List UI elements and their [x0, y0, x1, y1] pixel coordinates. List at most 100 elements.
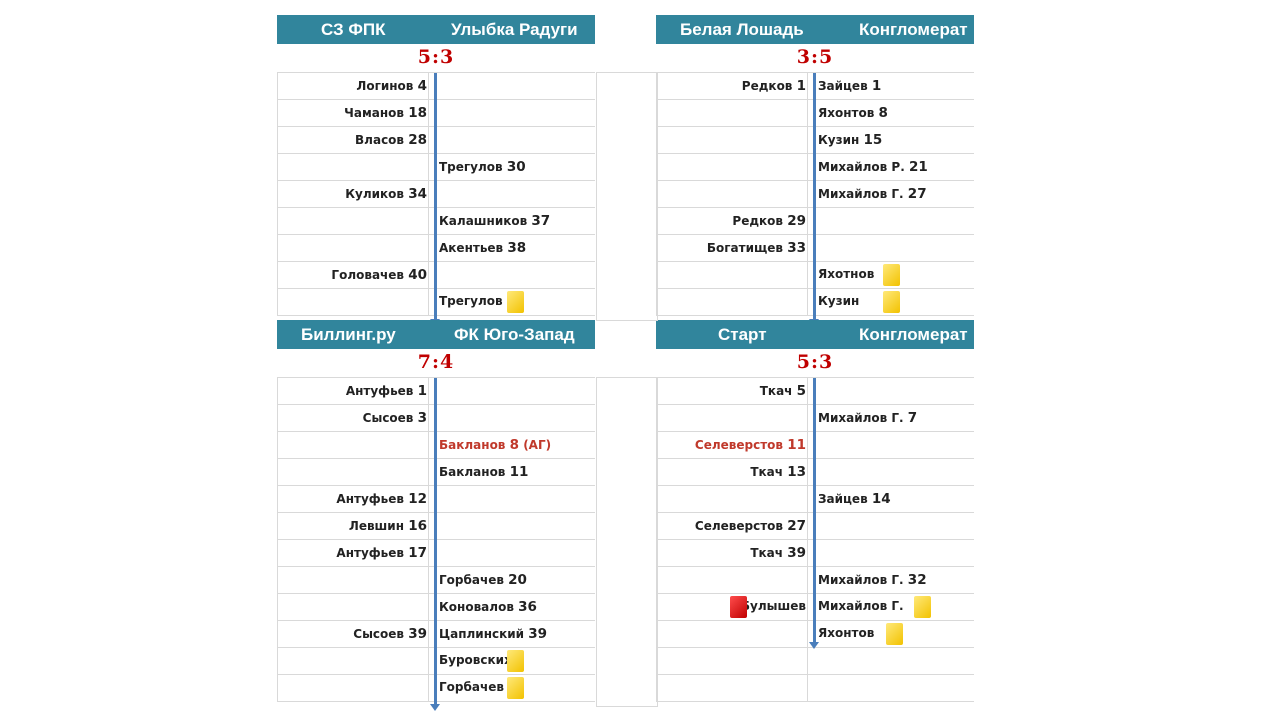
goal-minute: 16 — [408, 518, 427, 534]
grid-line — [656, 154, 657, 180]
goal-note: (АГ) — [523, 438, 552, 452]
grid-line — [656, 289, 657, 315]
player-name: Михайлов Г. — [818, 411, 904, 425]
goal-minute: 39 — [528, 626, 548, 642]
goal-entry: Сысоев 39 — [353, 626, 427, 642]
yellow-card-icon — [883, 291, 900, 313]
grid-line — [428, 235, 429, 261]
grid-line — [807, 648, 808, 674]
grid-line — [656, 235, 657, 261]
grid-line — [807, 594, 808, 620]
goal-minute: 15 — [863, 132, 883, 148]
away-team-name: ФК Юго-Запад — [454, 325, 575, 344]
timeline-arrow — [809, 378, 819, 649]
goal-entry: Михайлов Г. 7 — [818, 410, 917, 426]
goal-minute: 4 — [417, 78, 427, 94]
player-name: Михайлов Г. — [818, 573, 904, 587]
goal-entry: Трегулов 30 — [439, 159, 526, 175]
player-name: Редков — [741, 79, 793, 93]
goal-minute: 36 — [518, 599, 537, 615]
goal-minute: 11 — [509, 464, 529, 480]
timeline-arrow — [430, 378, 440, 711]
grid-line — [807, 621, 808, 647]
goal-minute: 1 — [417, 383, 427, 399]
grid-line — [807, 235, 808, 261]
grid-line — [656, 262, 657, 288]
goal-minute: 14 — [871, 491, 891, 507]
goal-minute: 38 — [507, 240, 527, 256]
goal-entry: Власов 28 — [355, 132, 427, 148]
grid-line — [807, 567, 808, 593]
goal-minute: 1 — [871, 78, 882, 94]
grid-line — [428, 459, 429, 485]
player-name: Булышев — [740, 599, 806, 613]
player-name: Цаплинский — [439, 627, 525, 641]
grid-line — [277, 208, 278, 234]
goal-minute: 40 — [408, 267, 427, 283]
grid-line — [277, 100, 278, 126]
grid-line — [807, 127, 808, 153]
player-name: Логинов — [356, 79, 414, 93]
away-team-name: Конгломерат — [859, 325, 968, 344]
player-name: Головачев — [331, 268, 405, 282]
player-name: Куликов — [345, 187, 405, 201]
away-team-name: Конгломерат — [859, 20, 968, 39]
separator-column — [596, 72, 658, 321]
goal-minute: 39 — [408, 626, 427, 642]
player-name: Богатищев — [706, 241, 784, 255]
goal-entry: Левшин 16 — [349, 518, 427, 534]
goal-minute: 33 — [787, 240, 806, 256]
goal-entry: Михайлов Р. 21 — [818, 159, 928, 175]
player-name: Ткач — [750, 465, 784, 479]
player-name: Бакланов — [439, 465, 506, 479]
goal-entry: Ткач 13 — [750, 464, 806, 480]
player-name: Михайлов Г. — [818, 599, 904, 613]
goal-entry: Логинов 4 — [356, 78, 427, 94]
goal-minute: 3 — [417, 410, 427, 426]
grid-line — [277, 181, 278, 207]
goal-entry: Михайлов Г. — [818, 599, 904, 613]
grid-line — [807, 73, 808, 99]
grid-line — [277, 621, 278, 647]
grid-line — [277, 648, 278, 674]
player-name: Горбачев — [439, 680, 504, 694]
grid-line — [428, 675, 429, 701]
player-name: Редков — [732, 214, 784, 228]
player-name: Михайлов Г. — [818, 187, 904, 201]
goal-minute: 8 — [878, 105, 888, 121]
player-name: Яхотнов — [818, 267, 875, 281]
player-name: Сысоев — [362, 411, 414, 425]
grid-line — [428, 100, 429, 126]
match-score: 5:3 — [796, 351, 834, 373]
grid-line — [656, 181, 657, 207]
grid-line — [656, 432, 657, 458]
goal-entry: Головачев 40 — [331, 267, 427, 283]
grid-line — [656, 594, 657, 620]
red-card-icon — [730, 596, 747, 618]
grid-line — [656, 378, 657, 404]
goal-entry: Ткач 5 — [760, 383, 806, 399]
grid-line — [428, 378, 429, 404]
goal-entry: Цаплинский 39 — [439, 626, 547, 642]
grid-line — [277, 675, 278, 701]
grid-line — [277, 513, 278, 539]
player-name: Бакланов — [439, 438, 506, 452]
player-name: Антуфьев — [345, 384, 414, 398]
yellow-card-icon — [507, 650, 524, 672]
grid-line — [428, 208, 429, 234]
goal-entry: Антуфьев 17 — [336, 545, 427, 561]
grid-line — [656, 675, 657, 701]
player-name: Ткач — [759, 384, 793, 398]
goal-entry: Бакланов 8 (АГ) — [439, 437, 551, 453]
player-name: Сысоев — [353, 627, 405, 641]
goal-entry: Куликов 34 — [345, 186, 427, 202]
player-name: Яхонтов — [818, 106, 875, 120]
grid-line — [807, 405, 808, 431]
grid-line — [428, 486, 429, 512]
grid-line — [656, 100, 657, 126]
goal-entry: Антуфьев 12 — [336, 491, 427, 507]
grid-line — [807, 486, 808, 512]
